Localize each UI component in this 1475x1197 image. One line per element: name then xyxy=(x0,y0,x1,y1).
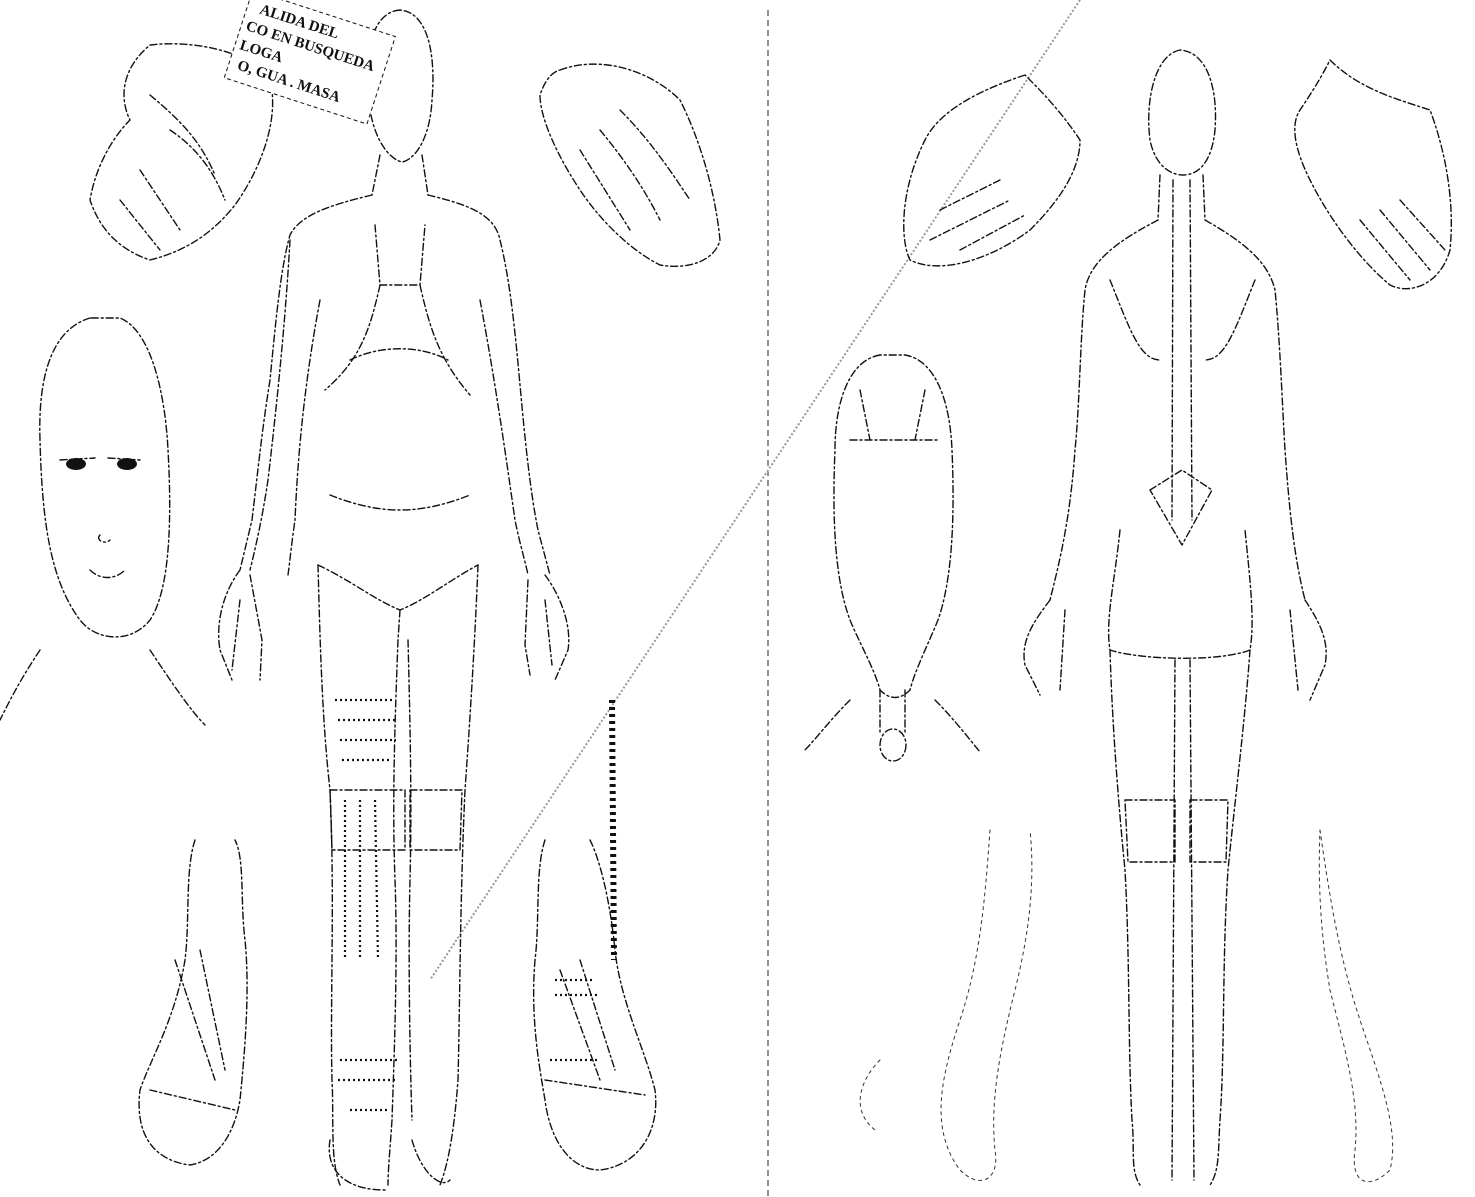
shaded-area-right-foot xyxy=(550,980,600,1060)
back-body-figure xyxy=(1024,50,1326,1185)
institutional-stamp: ALIDA DEL CO EN BUSQUEDA LOGA O, GUA . M… xyxy=(224,0,395,124)
scan-streak xyxy=(430,0,1080,980)
front-body-figure xyxy=(219,10,569,1190)
head-top-diagram xyxy=(805,355,980,761)
back-left-hand-diagram xyxy=(904,75,1080,266)
face-front-diagram xyxy=(0,318,205,725)
leg-side-view-left xyxy=(860,830,1032,1180)
vertical-ink-mark xyxy=(612,700,614,960)
right-foot-diagram xyxy=(534,840,656,1170)
leg-side-view-right xyxy=(1319,830,1392,1182)
back-right-hand-diagram xyxy=(1295,60,1452,289)
right-palm-diagram xyxy=(540,64,720,266)
left-foot-diagram xyxy=(139,840,247,1165)
face-eye-marks xyxy=(66,458,137,470)
shaded-area-left-leg xyxy=(335,700,400,1110)
